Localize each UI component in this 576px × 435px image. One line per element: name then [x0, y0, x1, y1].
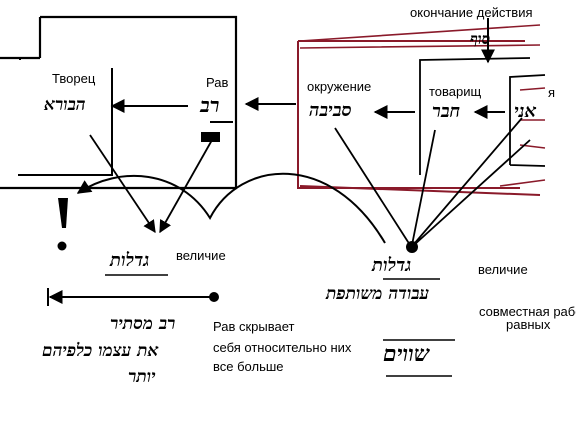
label-friend: товарищ: [429, 84, 482, 99]
label-rav: Рав: [206, 75, 229, 90]
lines-to-joint-dot: [334, 117, 531, 246]
hiding-arrow-dot: [209, 292, 219, 302]
hebrew-ani: אני: [514, 101, 537, 122]
hebrew-avoda: עבודה משותפת: [326, 284, 430, 304]
hebrew-note-1: רב מסתיר: [110, 314, 176, 334]
hebrew-note-3: יותר: [128, 367, 156, 387]
hebrew-gadlut-right: גדלות: [372, 255, 412, 276]
hebrew-chaver: חבר: [432, 101, 461, 122]
label-rav-hides-3: все больше: [213, 359, 284, 374]
me-box-outline: [509, 74, 546, 167]
hebrew-sof: סוף: [470, 30, 491, 48]
label-greatness-left: величие: [176, 248, 226, 263]
label-rav-hides-2: себя относительно них: [213, 340, 352, 355]
label-environment: окружение: [307, 79, 372, 94]
hebrew-note-2: את עצמו כלפיהם: [42, 341, 159, 361]
arc-return: [76, 172, 386, 244]
line-creator-to-greatness: [89, 134, 156, 234]
label-joint-work-2: равных: [506, 317, 551, 332]
hebrew-gadlut-left: גדלות: [110, 250, 150, 271]
line-rav-to-greatness: [159, 139, 213, 234]
exclamation-dot: [57, 241, 67, 251]
label-end-of-action: окончание действия: [410, 5, 533, 20]
rav-block: [201, 132, 220, 142]
hebrew-rav: רב: [200, 93, 220, 117]
exclamation-mark: [58, 198, 68, 228]
label-joint-work-1: совместная работа: [479, 304, 576, 319]
label-me: я: [548, 85, 556, 100]
hebrew-sviva: סביבה: [309, 100, 352, 121]
hebrew-boreh: הבורא: [44, 95, 86, 115]
right-box-top-lines: [299, 24, 541, 49]
right-edge-lines: [499, 87, 546, 187]
joint-dot: [406, 241, 418, 253]
label-creator: Творец: [52, 71, 96, 86]
label-rav-hides-1: Рав скрывает: [213, 319, 295, 334]
label-greatness-right: величие: [478, 262, 528, 277]
hebrew-shavim: שווים: [383, 341, 430, 367]
